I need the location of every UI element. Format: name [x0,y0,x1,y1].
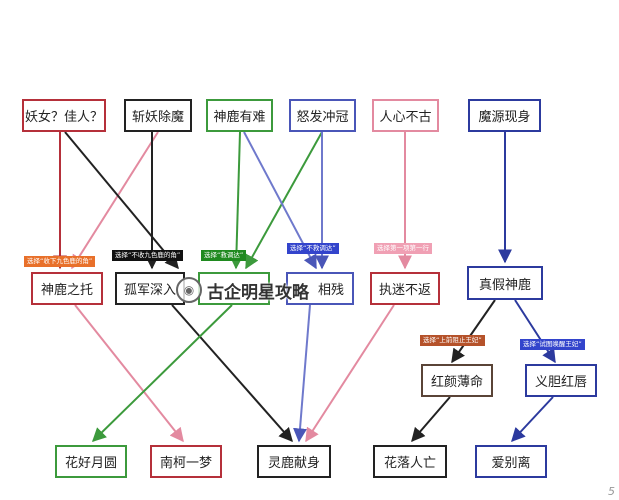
edge-n4-m3 [245,131,323,270]
ending-deer-sacrifice: 灵鹿献身 [257,445,331,478]
watermark-logo-icon: ◉ [176,277,202,303]
ending-parting: 爱别离 [475,445,547,478]
watermark: ◉ 古企明星攻略 [176,273,326,307]
node-deer-in-danger: 神鹿有难 [206,99,273,132]
choice-tag-take-horn: 选择“收下九色鹿的角” [24,256,96,267]
node-beauty-doomed: 红颜薄命 [421,364,493,397]
edge-m1-e2 [74,304,184,443]
edge-m3-e1 [91,304,233,442]
edge-r2-e5 [511,396,554,443]
ending-flowers-fall: 花落人亡 [373,445,447,478]
node-lone-army: 孤军深入 [115,272,185,305]
node-hearts-not-ancient: 人心不古 [372,99,439,132]
choice-tag-save-tiaoda: 选择“救调达” [201,250,247,261]
node-true-false-deer: 真假神鹿 [467,266,543,300]
edge-m6-r2 [514,299,556,364]
edge-n1-m2 [64,131,179,270]
ending-happy-reunion: 花好月圆 [55,445,127,478]
edge-n2-m1 [71,131,159,270]
node-slay-demons: 斩妖除魔 [124,99,192,132]
watermark-text: 古企明星攻略 [207,282,309,303]
ending-dream: 南柯一梦 [150,445,222,478]
node-mutual-kill: 相残 [286,272,354,305]
node-demon-source: 魔源现身 [468,99,541,132]
node-brave-red-lips: 义胆红唇 [525,364,597,397]
node-furious: 怒发冲冠 [289,99,356,132]
choice-tag-refuse-horn: 选择“不收九色鹿的角” [112,250,184,261]
node-deer-request: 神鹿之托 [31,272,103,305]
edge-m4-e3 [293,304,311,443]
node-demon-girl: 妖女？佳人？ [22,99,106,132]
edge-m2-e3 [171,304,293,443]
edge-m6-r1 [451,299,496,364]
edge-n3-m3 [229,131,244,270]
edge-m5-e3 [305,304,395,443]
choice-tag-first-option: 选择第一项第一行 [374,243,432,254]
node-obsessed: 执迷不返 [370,272,440,305]
choice-tag-wake-consort: 选择“试图唤醒王妃” [520,339,585,350]
choice-tag-stop-consort: 选择“上前阻止王妃” [420,335,485,346]
edge-r1-e4 [411,396,451,443]
choice-tag-not-save-tiaoda: 选择“不救调达” [287,243,339,254]
corner-watermark: 5 [608,485,615,498]
